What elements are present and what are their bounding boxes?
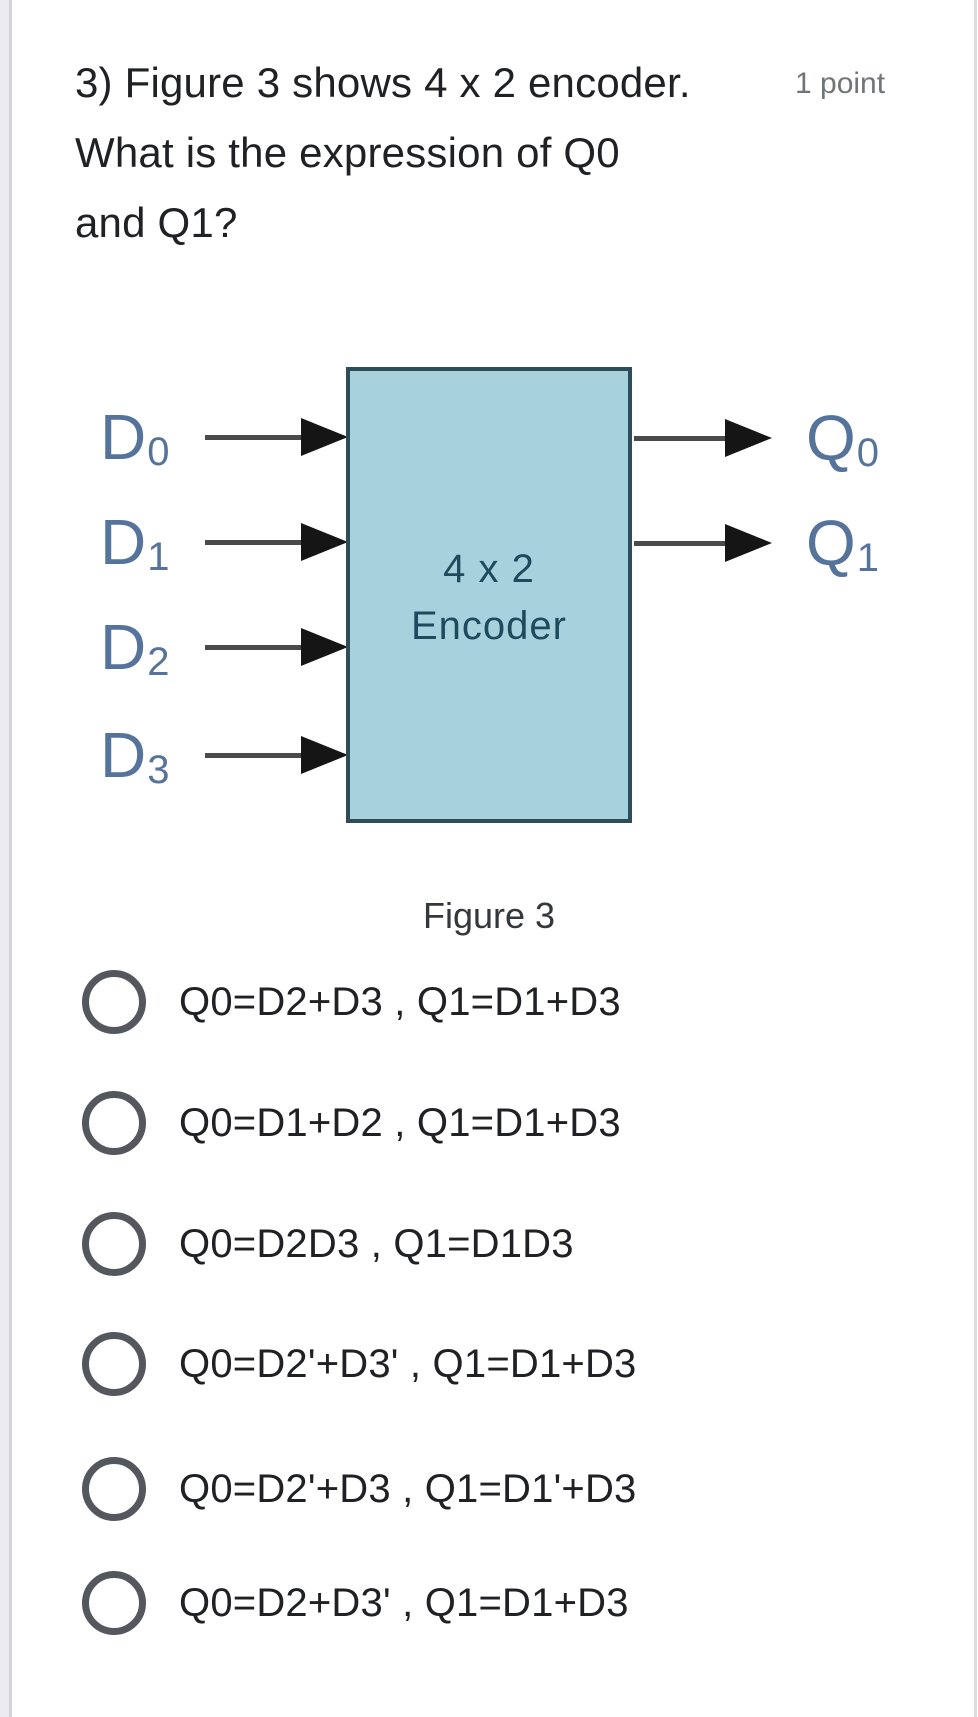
input-label-d1: D1	[100, 506, 170, 579]
radio-button-icon[interactable]	[82, 970, 146, 1034]
output-label-q1: Q1	[806, 507, 880, 580]
arrow-head-d3-icon	[301, 736, 348, 774]
option-label[interactable]: Q0=D2+D3 , Q1=D1+D3	[179, 980, 621, 1024]
encoder-block: 4 x 2 Encoder	[346, 367, 632, 823]
question-title-line-1: 3) Figure 3 shows 4 x 2 encoder.	[75, 59, 691, 106]
option-label[interactable]: Q0=D2'+D3' , Q1=D1+D3	[179, 1342, 637, 1386]
output-label-q0: Q0	[806, 402, 880, 475]
question-title-line-3: and Q1?	[75, 199, 238, 246]
arrow-line-q0	[634, 436, 726, 441]
figure-caption: Figure 3	[422, 895, 556, 936]
arrow-head-d1-icon	[301, 523, 348, 561]
option-row-5[interactable]: Q0=D2'+D3 , Q1=D1'+D3	[0, 1457, 978, 1523]
left-gutter	[0, 0, 9, 1717]
arrow-head-q0-icon	[725, 419, 772, 457]
encoder-block-name-text: Encoder	[411, 604, 567, 648]
radio-button-icon[interactable]	[82, 1457, 146, 1521]
input-label-d0: D0	[100, 401, 170, 474]
radio-button-icon[interactable]	[82, 1332, 146, 1396]
arrow-head-d0-icon	[301, 418, 348, 456]
card-right-border	[974, 0, 977, 1717]
option-row-1[interactable]: Q0=D2+D3 , Q1=D1+D3	[0, 970, 978, 1036]
subscript: 1	[856, 535, 880, 580]
points-badge: 1 point	[795, 67, 886, 100]
arrow-line-d0	[205, 435, 302, 440]
subscript: 0	[147, 429, 170, 474]
subscript: 1	[147, 534, 170, 579]
encoder-block-label: 4 x 2 Encoder	[350, 541, 628, 655]
arrow-line-d2	[205, 645, 302, 650]
left-gutter-divider	[9, 0, 12, 1717]
option-label[interactable]: Q0=D2'+D3 , Q1=D1'+D3	[179, 1467, 637, 1511]
option-row-2[interactable]: Q0=D1+D2 , Q1=D1+D3	[0, 1091, 978, 1157]
arrow-line-q1	[634, 541, 726, 546]
arrow-head-q1-icon	[725, 524, 772, 562]
option-label[interactable]: Q0=D2+D3' , Q1=D1+D3	[179, 1581, 629, 1625]
option-row-3[interactable]: Q0=D2D3 , Q1=D1D3	[0, 1212, 978, 1278]
arrow-line-d3	[205, 753, 302, 758]
option-row-4[interactable]: Q0=D2'+D3' , Q1=D1+D3	[0, 1332, 978, 1398]
option-label[interactable]: Q0=D2D3 , Q1=D1D3	[179, 1222, 574, 1266]
encoder-block-size-text: 4 x 2	[443, 547, 535, 591]
radio-button-icon[interactable]	[82, 1212, 146, 1276]
question-title: 3) Figure 3 shows 4 x 2 encoder. What is…	[75, 48, 775, 258]
subscript: 0	[856, 430, 880, 475]
input-label-d2: D2	[100, 611, 170, 684]
subscript: 2	[147, 639, 170, 684]
question-title-line-2: What is the expression of Q0	[75, 129, 620, 176]
option-row-6[interactable]: Q0=D2+D3' , Q1=D1+D3	[0, 1571, 978, 1637]
option-label[interactable]: Q0=D1+D2 , Q1=D1+D3	[179, 1101, 621, 1145]
input-label-d3: D3	[100, 719, 170, 792]
radio-button-icon[interactable]	[82, 1571, 146, 1635]
subscript: 3	[147, 747, 170, 792]
arrow-head-d2-icon	[301, 628, 348, 666]
arrow-line-d1	[205, 540, 302, 545]
radio-button-icon[interactable]	[82, 1091, 146, 1155]
